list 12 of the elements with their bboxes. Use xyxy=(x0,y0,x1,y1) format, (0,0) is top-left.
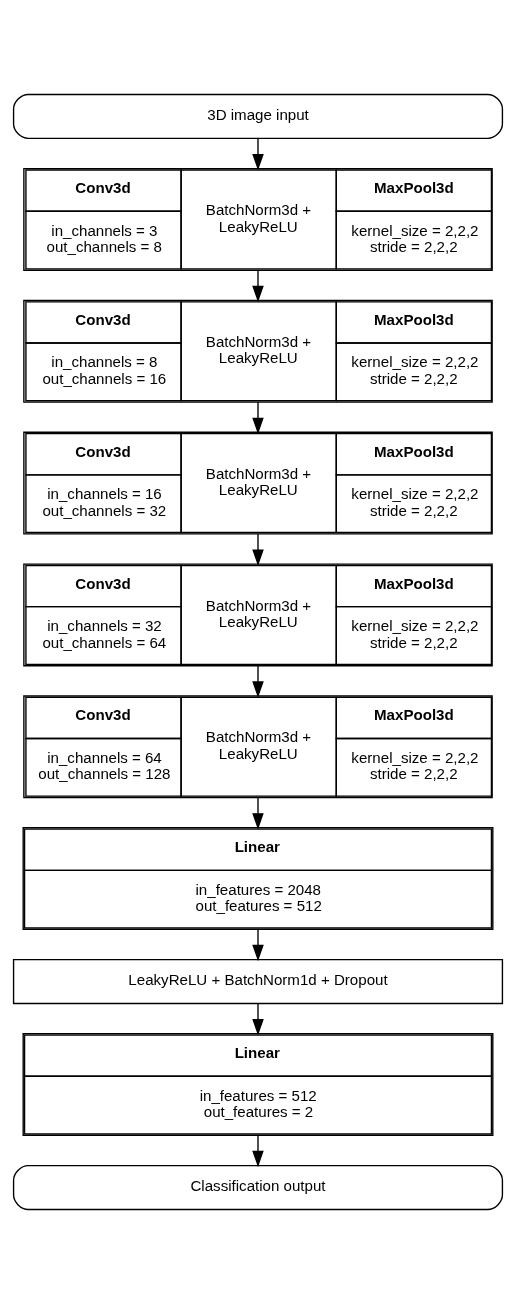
arrow xyxy=(252,1002,264,1036)
arrow xyxy=(252,532,264,566)
arrow xyxy=(252,928,264,961)
arrow xyxy=(252,664,264,698)
node-box: LeakyReLU + BatchNorm1d + Dropout xyxy=(12,958,504,1004)
arrow xyxy=(252,401,264,434)
node-box: 3D image input xyxy=(12,93,504,139)
arrow xyxy=(252,1134,264,1167)
arrow xyxy=(252,796,264,830)
node-box: Classification output xyxy=(12,1164,504,1210)
arrow xyxy=(252,137,264,170)
arrow xyxy=(252,269,264,302)
